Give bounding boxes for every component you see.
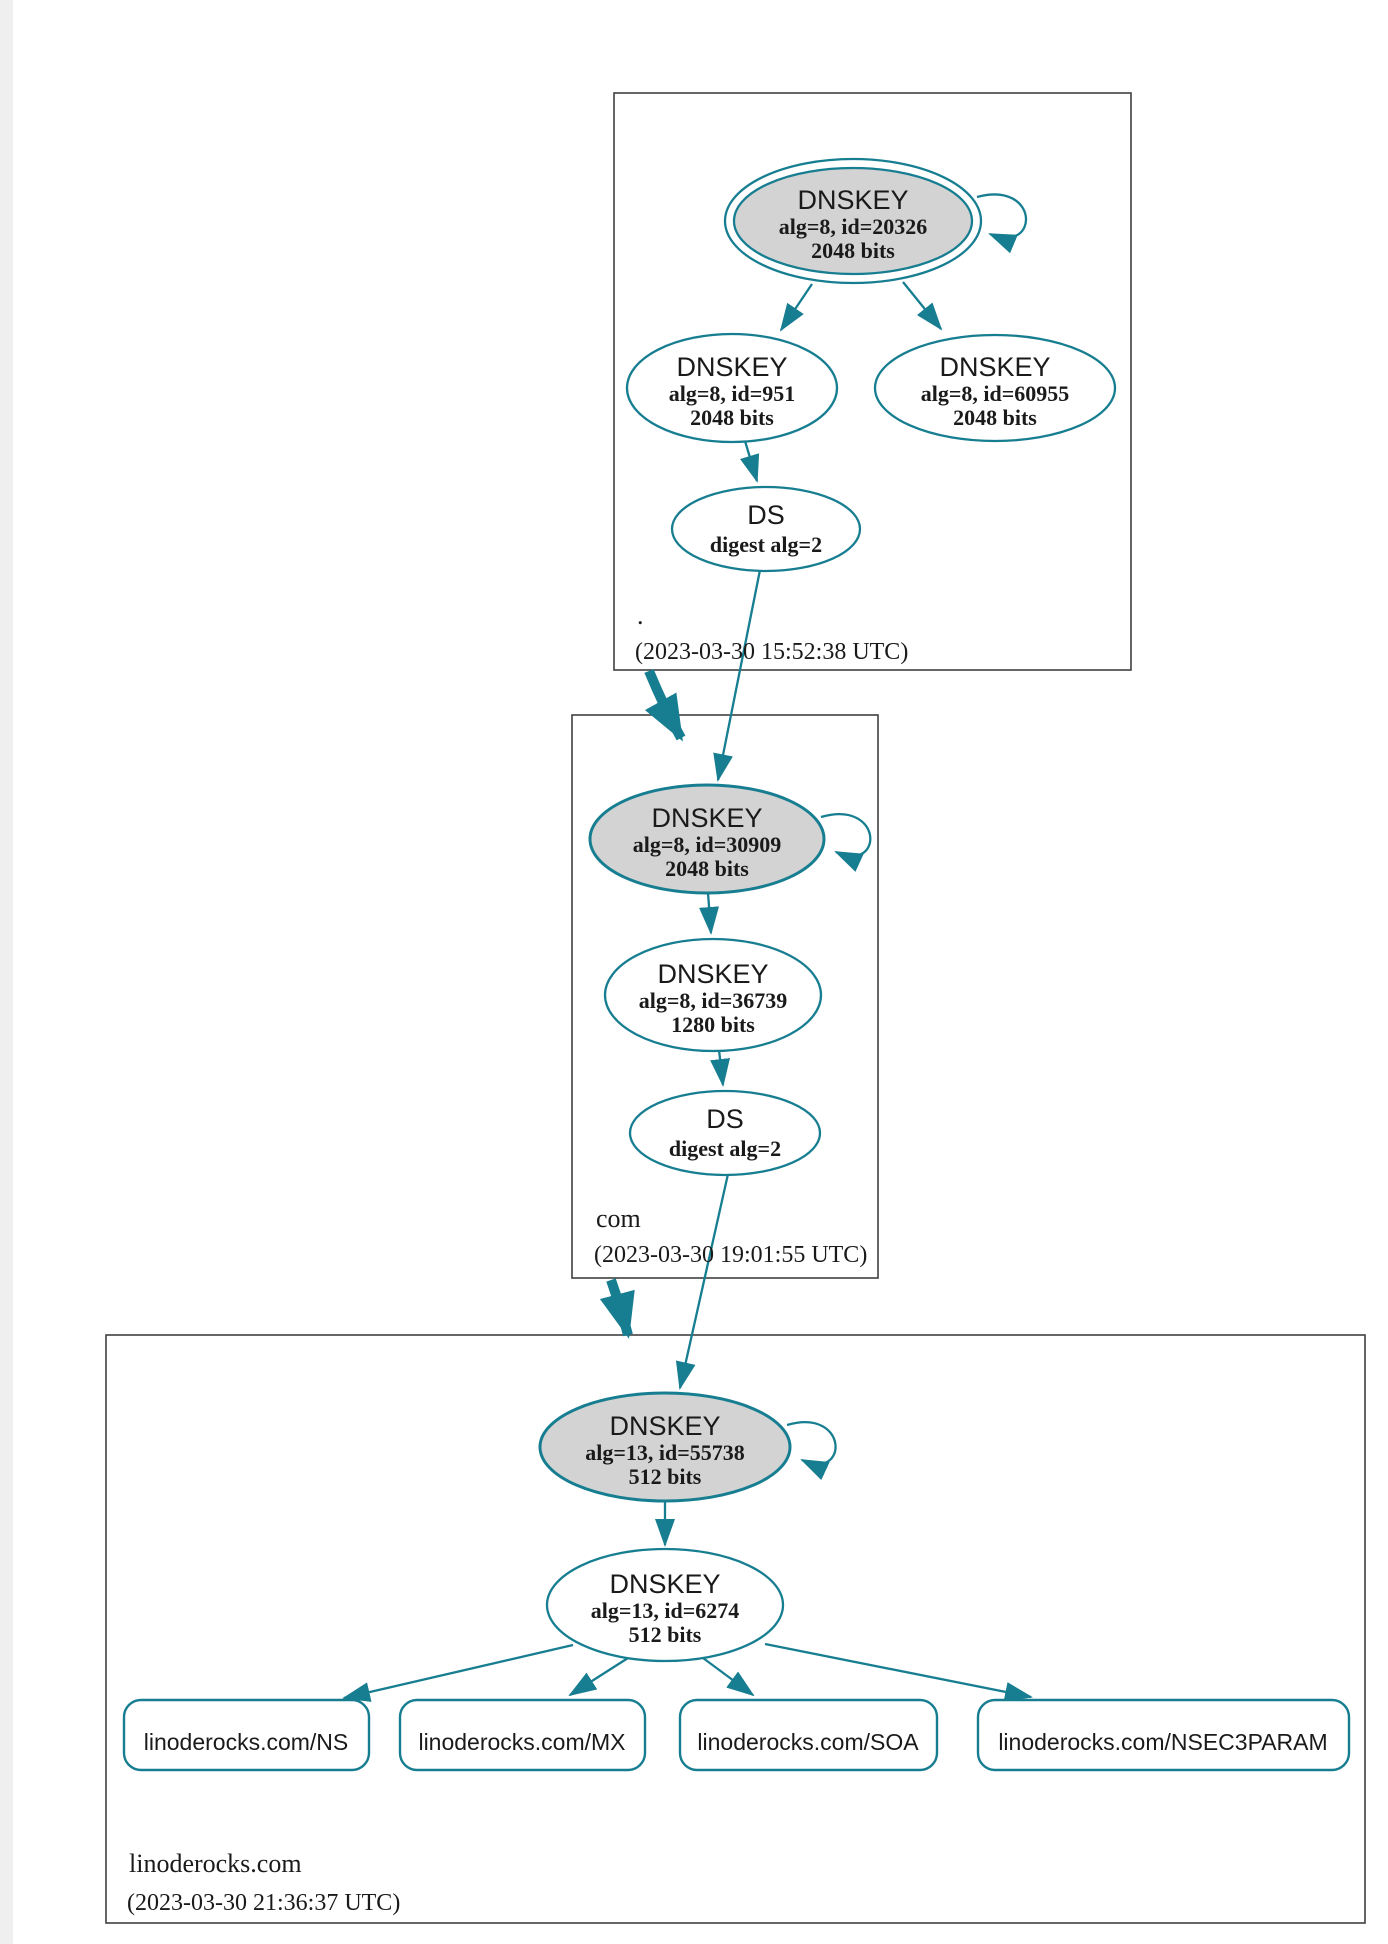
node-ellipse[interactable] <box>873 333 1117 443</box>
dnskey-node-55738[interactable]: DNSKEY alg=13, id=55738 512 bits <box>538 1391 792 1503</box>
ksk-inner-ring <box>732 166 974 276</box>
edge-dnskey30909-to-dnskey36739 <box>699 892 720 935</box>
rrset-label: linoderocks.com/NS <box>144 1729 349 1755</box>
node-title: DNSKEY <box>651 803 762 833</box>
delegation-arrow-root-to-com <box>644 669 686 742</box>
edge-dnskey6274-to-nsec3param <box>764 1642 1033 1702</box>
node-detail: alg=13, id=55738 <box>585 1440 745 1465</box>
node-bits: 1280 bits <box>671 1012 755 1037</box>
dnskey-node-30909[interactable]: DNSKEY alg=8, id=30909 2048 bits <box>588 783 826 895</box>
node-ellipse[interactable] <box>670 485 862 573</box>
rrset-label: linoderocks.com/NSEC3PARAM <box>998 1729 1327 1755</box>
node-title: DNSKEY <box>797 185 908 215</box>
dnskey-node-6274[interactable]: DNSKEY alg=13, id=6274 512 bits <box>545 1547 785 1663</box>
edge-dnskey20326-to-dnskey60955 <box>902 281 943 331</box>
zone-label-root: . <box>637 601 644 630</box>
zone-box-root <box>613 92 1132 671</box>
rrset-box[interactable] <box>976 1698 1351 1772</box>
node-detail: digest alg=2 <box>710 532 822 557</box>
rrset-box[interactable] <box>122 1698 371 1772</box>
node-title: DS <box>706 1104 744 1134</box>
node-detail: alg=8, id=20326 <box>779 214 928 239</box>
zone-timestamp-com: (2023-03-30 19:01:55 UTC) <box>594 1242 867 1268</box>
ds-node-com[interactable]: DS digest alg=2 <box>628 1089 822 1177</box>
node-bits: 2048 bits <box>811 238 895 263</box>
edge-dnskey20326-self-sign-loop <box>976 193 1028 254</box>
node-title: DNSKEY <box>609 1569 720 1599</box>
node-bits: 2048 bits <box>690 405 774 430</box>
node-ellipse[interactable] <box>545 1547 785 1663</box>
node-title: DNSKEY <box>609 1411 720 1441</box>
dnskey-node-36739[interactable]: DNSKEY alg=8, id=36739 1280 bits <box>603 937 823 1053</box>
edge-dnskey20326-to-dnskey951 <box>779 283 813 332</box>
node-detail: alg=8, id=951 <box>669 381 796 406</box>
rrset-node-linoderocks-nsec3param[interactable]: linoderocks.com/NSEC3PARAM <box>976 1698 1351 1772</box>
node-detail: alg=8, id=30909 <box>633 832 782 857</box>
node-ellipse[interactable] <box>603 937 823 1053</box>
edge-dnskey951-to-ds <box>739 440 760 483</box>
node-ellipse[interactable] <box>588 783 826 895</box>
node-detail: digest alg=2 <box>669 1136 781 1161</box>
edge-dnskey36739-to-ds <box>710 1049 730 1087</box>
edge-root-ds-to-dnskey30909 <box>713 569 762 782</box>
node-title: DNSKEY <box>676 352 787 382</box>
rrset-box[interactable] <box>398 1698 647 1772</box>
rrset-box[interactable] <box>678 1698 939 1772</box>
zone-timestamp-root: (2023-03-30 15:52:38 UTC) <box>635 639 908 665</box>
rrset-label: linoderocks.com/SOA <box>697 1729 919 1755</box>
node-detail: alg=8, id=36739 <box>639 988 788 1013</box>
edge-dnskey6274-to-soa <box>702 1657 755 1697</box>
page-left-edge <box>0 0 13 1944</box>
rrset-node-linoderocks-mx[interactable]: linoderocks.com/MX <box>398 1698 647 1772</box>
edge-dnskey6274-to-mx <box>568 1657 629 1697</box>
rrset-node-linoderocks-ns[interactable]: linoderocks.com/NS <box>122 1698 371 1772</box>
edge-dnskey6274-to-ns <box>342 1643 574 1702</box>
rrset-node-linoderocks-soa[interactable]: linoderocks.com/SOA <box>678 1698 939 1772</box>
node-bits: 512 bits <box>629 1464 702 1489</box>
node-ellipse[interactable] <box>625 332 839 444</box>
zone-box-com <box>571 714 879 1279</box>
zone-label-com: com <box>596 1204 641 1233</box>
node-ellipse[interactable] <box>628 1089 822 1177</box>
ds-node-root[interactable]: DS digest alg=2 <box>670 485 862 573</box>
node-title: DNSKEY <box>657 959 768 989</box>
dnskey-node-60955[interactable]: DNSKEY alg=8, id=60955 2048 bits <box>873 333 1117 443</box>
edge-dnskey55738-self-sign-loop <box>786 1421 837 1481</box>
node-bits: 512 bits <box>629 1622 702 1647</box>
zone-label-linoderocks: linoderocks.com <box>129 1849 302 1878</box>
node-detail: alg=13, id=6274 <box>591 1598 740 1623</box>
dnskey-node-20326[interactable]: DNSKEY alg=8, id=20326 2048 bits <box>723 157 983 285</box>
node-title: DNSKEY <box>939 352 1050 382</box>
edge-dnskey30909-self-sign-loop <box>820 813 872 872</box>
edge-com-ds-to-dnskey55738 <box>675 1173 730 1390</box>
rrset-label: linoderocks.com/MX <box>418 1729 625 1755</box>
node-ellipse[interactable] <box>538 1391 792 1503</box>
node-bits: 2048 bits <box>665 856 749 881</box>
zone-timestamp-linoderocks: (2023-03-30 21:36:37 UTC) <box>127 1890 400 1916</box>
node-bits: 2048 bits <box>953 405 1037 430</box>
delegation-arrow-com-to-linoderocks <box>599 1278 635 1339</box>
node-title: DS <box>747 500 785 530</box>
node-detail: alg=8, id=60955 <box>921 381 1070 406</box>
zone-box-linoderocks <box>105 1334 1366 1924</box>
dnskey-node-951[interactable]: DNSKEY alg=8, id=951 2048 bits <box>625 332 839 444</box>
